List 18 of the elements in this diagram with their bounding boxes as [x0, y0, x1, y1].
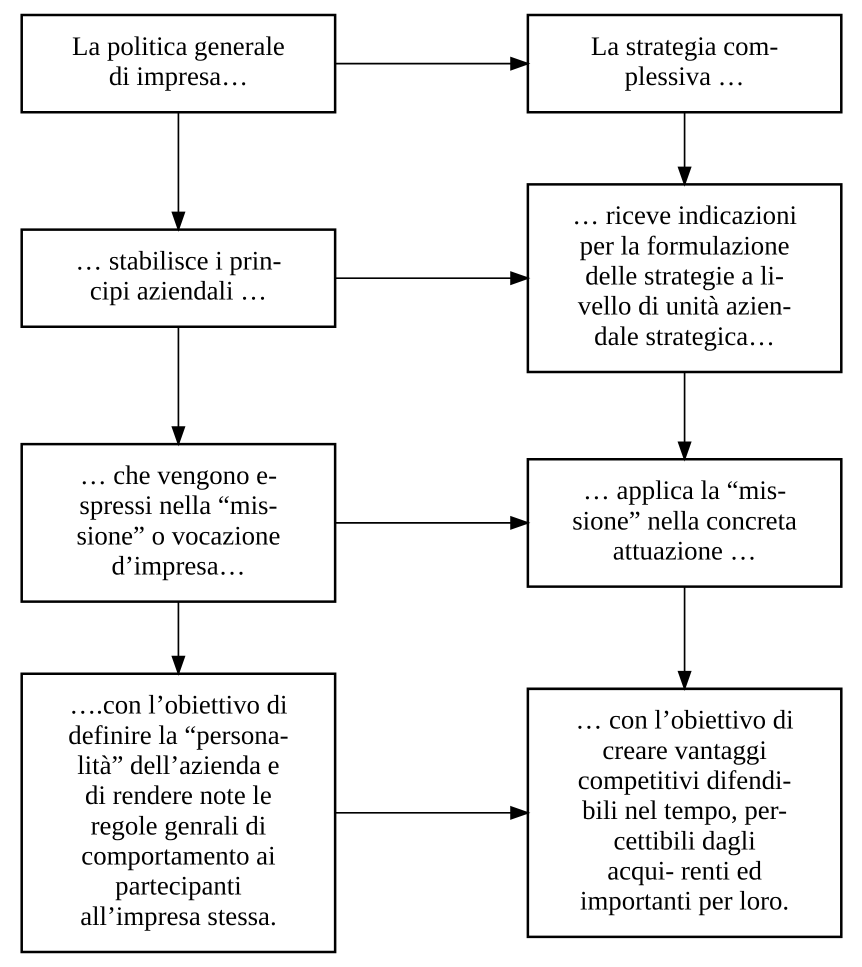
- arrow: [335, 271, 530, 286]
- arrow: [170, 602, 185, 676]
- arrow: [335, 516, 530, 530]
- arrow: [335, 56, 530, 71]
- node-box: La strategia com- plessiva …: [526, 14, 842, 114]
- arrow: [170, 326, 185, 446]
- arrow: [335, 806, 530, 820]
- arrow: [677, 372, 692, 462]
- node-box: … con l’obiettivo di creare vantaggi competitivi difendi- bili nel tempo, per- cettibili dagli acqui- renti ed importanti per loro.: [526, 688, 842, 938]
- node-box: … applica la “mis- sione” nella concreta attuazione …: [526, 458, 842, 588]
- node-box: … che vengono e- spressi nella “mis- sione” o vocazione d’impresa…: [20, 442, 336, 603]
- node-box: ….con l’obiettivo di definire la “persona- lità” dell’azienda e di rendere note le regole genrali di comportamento ai partecipanti all’impresa stessa.: [20, 672, 336, 954]
- arrow: [677, 112, 692, 187]
- arrow: [677, 586, 692, 691]
- node-box: … riceve indicazioni per la formulazione delle strategie a li- vello di unità azien- dale strategica…: [526, 183, 842, 374]
- node-box: La politica generale di impresa…: [20, 14, 336, 114]
- arrow: [170, 112, 185, 232]
- node-box: … stabilisce i prin- cipi aziendali …: [20, 228, 336, 328]
